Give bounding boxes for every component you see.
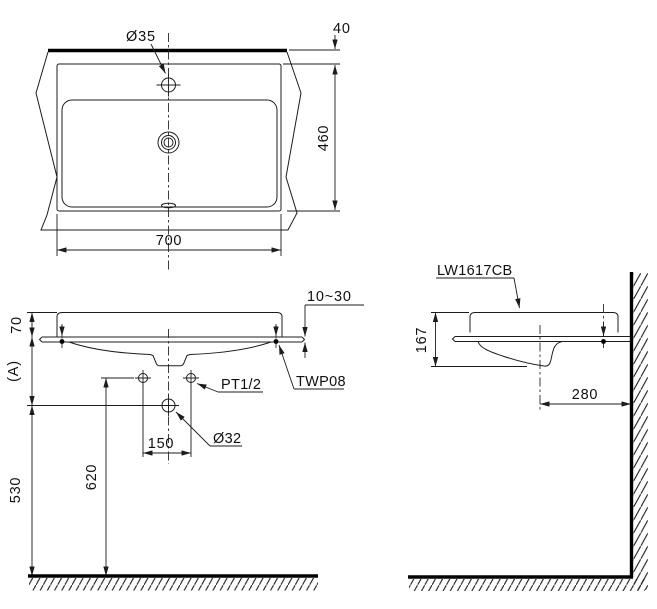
dim-label-basin-height: 167 <box>414 327 430 354</box>
label-supply-text: PT1/2 <box>221 377 261 393</box>
dim-counter-thickness: 10~30 <box>302 289 364 358</box>
side-wall-hatch <box>633 273 648 590</box>
dim-label-counter-thickness: 10~30 <box>307 289 352 305</box>
label-drain-diameter: Ø32 <box>175 411 242 447</box>
dim-basin-height: 167 <box>414 312 527 367</box>
dim-basin-width: 700 <box>56 214 282 256</box>
product-code-text: LW1617CB <box>437 263 512 279</box>
dim-label-a: (A) <box>6 360 22 382</box>
plan-basin-rim <box>56 63 282 212</box>
dim-label-faucet-dia: Ø35 <box>126 29 156 45</box>
dim-hole-spacing: 150 <box>142 385 192 457</box>
dim-label-rim-height: 70 <box>9 316 25 334</box>
dim-chain-left: 70 (A) 530 <box>6 312 158 576</box>
front-drain-hole <box>158 395 179 416</box>
dim-basin-depth: 460 <box>287 65 340 212</box>
dim-label-drain-height: 530 <box>8 477 24 504</box>
dim-drain-to-wall: 280 <box>540 387 631 407</box>
front-floor-hatch <box>29 578 318 591</box>
side-fixing-bolt <box>600 304 607 348</box>
label-product-code: LW1617CB <box>436 263 521 309</box>
plan-basin-bowl <box>61 99 278 208</box>
dim-label-hole-spacing: 150 <box>148 436 175 452</box>
dim-wall-gap: 40 <box>283 21 351 65</box>
front-fixing-bolt-right <box>273 324 279 348</box>
label-supply-connection: PT1/2 <box>196 377 263 393</box>
side-elevation-view: LW1617CB 167 280 <box>408 263 648 591</box>
front-counter <box>38 336 306 343</box>
front-supply-holes <box>135 370 199 386</box>
front-basin-rim <box>56 312 283 337</box>
label-bracket-code: TWP08 <box>296 374 346 390</box>
dim-faucet-hole: Ø35 <box>126 29 166 74</box>
label-bracket: TWP08 <box>278 344 346 390</box>
dim-label-drain-to-wall: 280 <box>572 387 599 403</box>
dim-label-wall-gap: 40 <box>333 21 351 37</box>
front-bowl-profile <box>68 341 272 367</box>
dim-label-supply-height: 620 <box>84 464 100 491</box>
label-drain-dia-text: Ø32 <box>213 431 241 447</box>
front-elevation-view: 70 (A) 530 620 10~30 TWP08 PT1/2 <box>6 289 364 591</box>
dim-label-basin-depth: 460 <box>316 125 332 152</box>
front-fixing-bolt-left <box>59 324 65 348</box>
plan-view: Ø35 40 460 700 <box>35 21 351 272</box>
plan-counter-break-outline <box>35 51 302 231</box>
side-basin-rim <box>469 312 619 333</box>
dim-supply-height: 620 <box>84 377 134 576</box>
dim-label-basin-width: 700 <box>156 233 183 249</box>
side-floor-hatch <box>409 579 645 591</box>
side-bowl-profile <box>477 341 563 367</box>
